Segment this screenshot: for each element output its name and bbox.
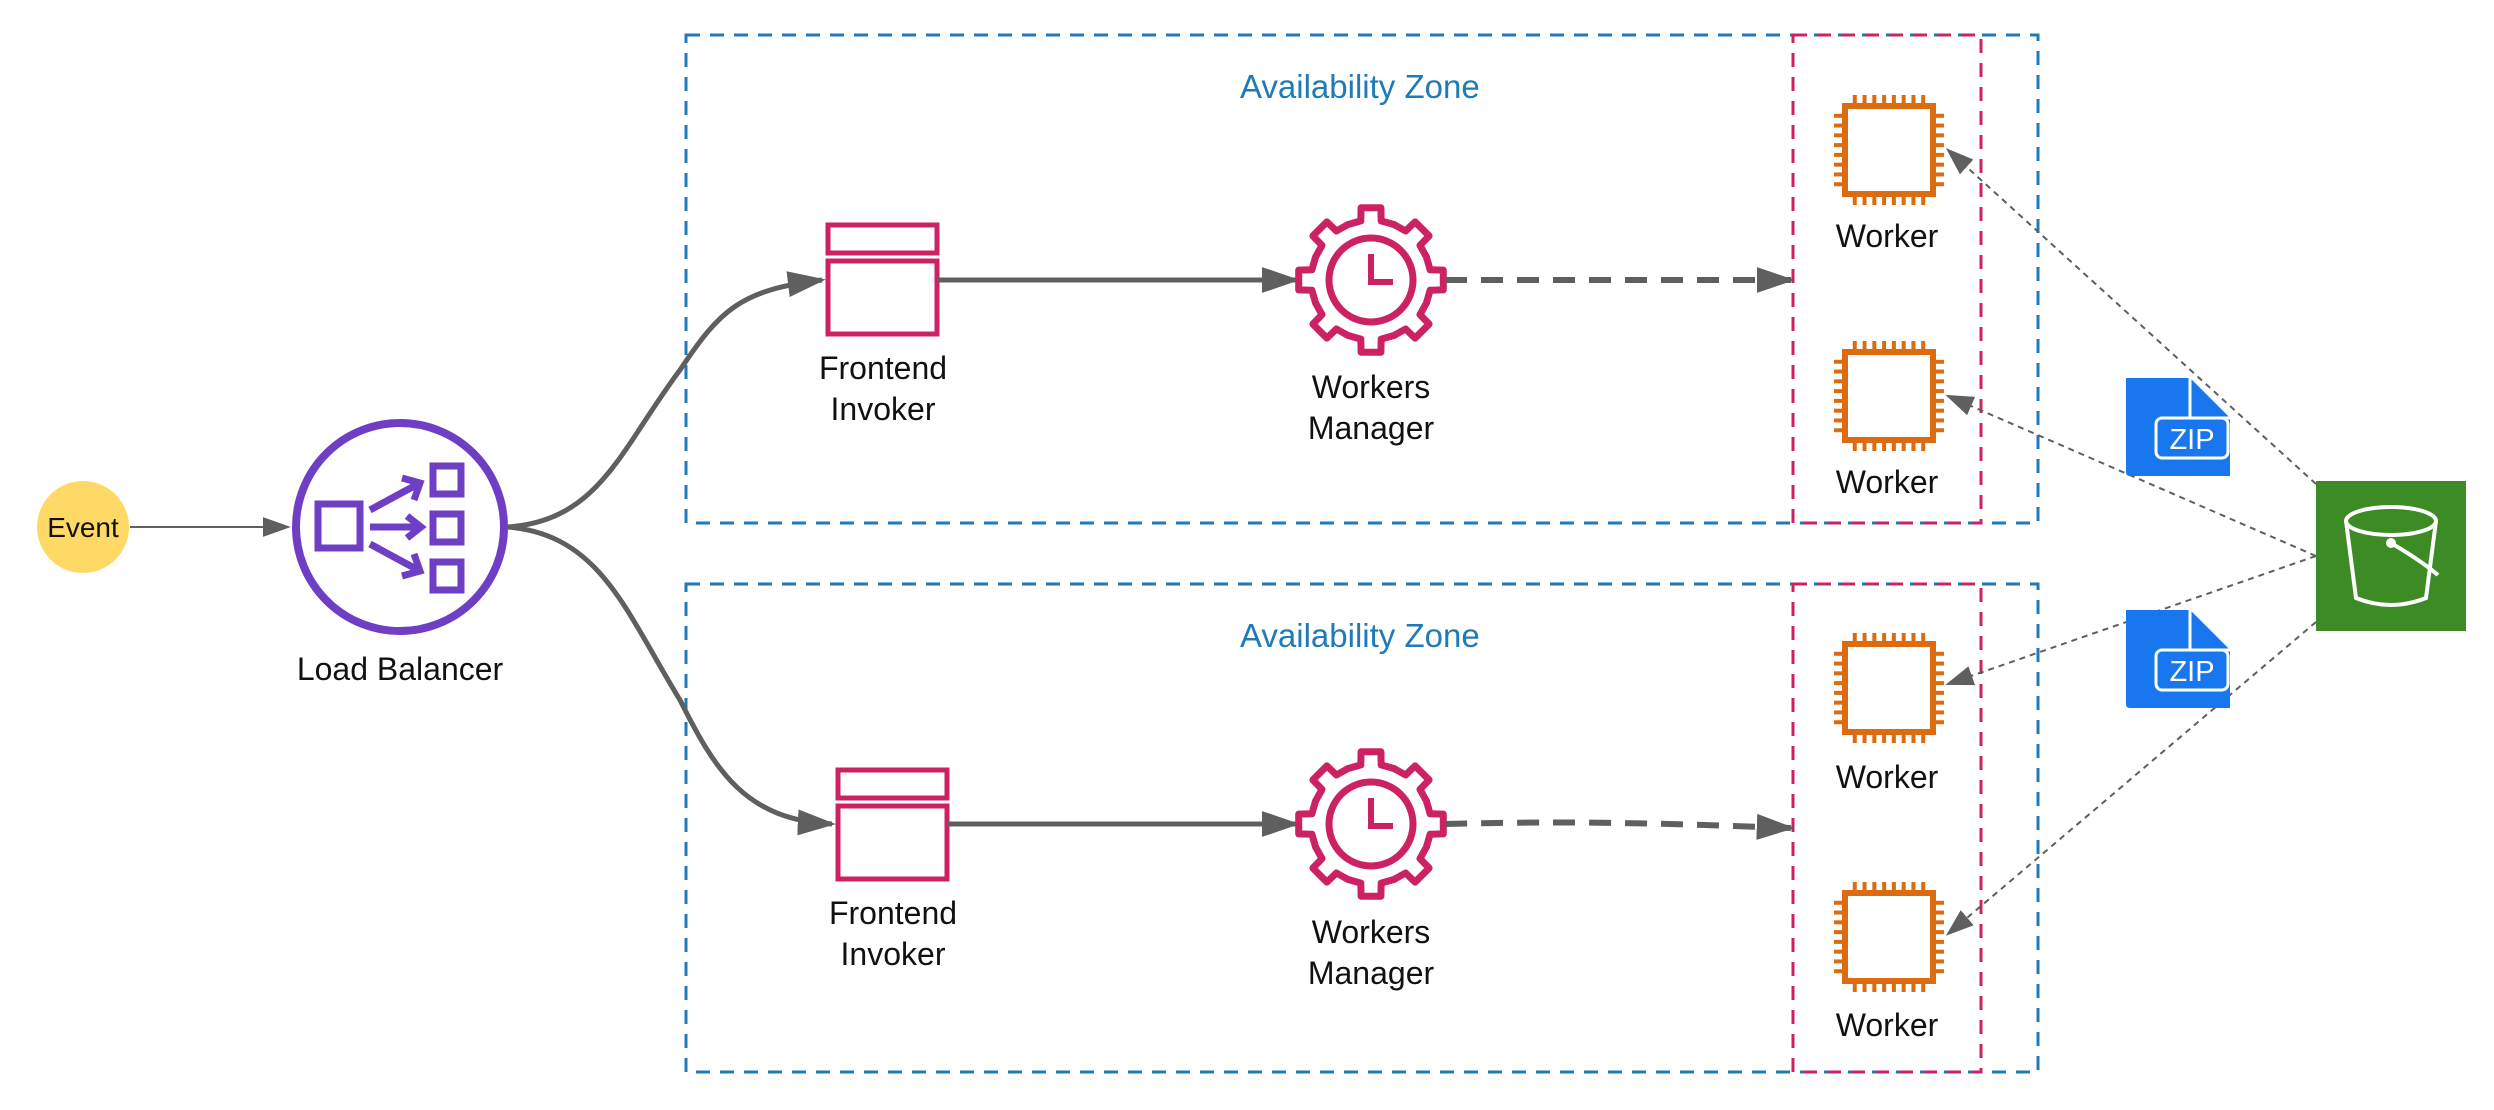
bucket-to-worker-1-arrow [1945, 148, 2317, 485]
availability-zone-1 [684, 33, 2040, 525]
bucket-to-worker-3-arrow [1945, 555, 2317, 686]
frontend-invoker-icon [835, 767, 950, 882]
worker-chip-icon [1834, 882, 1944, 992]
workers-manager-icon [1295, 748, 1447, 900]
lb-to-frontend-1-arrow [507, 271, 826, 530]
zip-label: ZIP [2169, 424, 2214, 456]
worker-group-2 [1791, 582, 1983, 1074]
workers-manager-icon [1295, 204, 1447, 356]
worker-chip-icon [1834, 341, 1944, 451]
lb-to-frontend-2-arrow [507, 524, 836, 836]
worker-label: Worker [1835, 464, 1939, 500]
availability-zone-2 [684, 582, 2040, 1074]
frontend-invoker-icon [825, 222, 940, 337]
zip-label: ZIP [2169, 656, 2214, 688]
worker-chip-icon [1834, 633, 1944, 743]
zip-file-icon: ZIP [2126, 378, 2230, 476]
load-balancer-icon [292, 419, 508, 635]
bucket-to-worker-4-arrow [1945, 621, 2317, 936]
manager-to-workers-2-arrow [1444, 813, 1795, 840]
zip-file-icon: ZIP [2126, 610, 2230, 708]
worker-label: Worker [1835, 218, 1939, 254]
load-balancer-label: Load Balancer [296, 651, 504, 687]
worker-label: Worker [1835, 759, 1939, 795]
worker-label: Worker [1835, 1007, 1939, 1043]
event-node [37, 481, 129, 573]
availability-zone-title: Availability Zone [1240, 68, 1480, 105]
availability-zone-title: Availability Zone [1240, 617, 1480, 654]
worker-chip-icon [1834, 95, 1944, 205]
s3-bucket-icon [2316, 481, 2466, 631]
event-label: Event [47, 512, 119, 543]
